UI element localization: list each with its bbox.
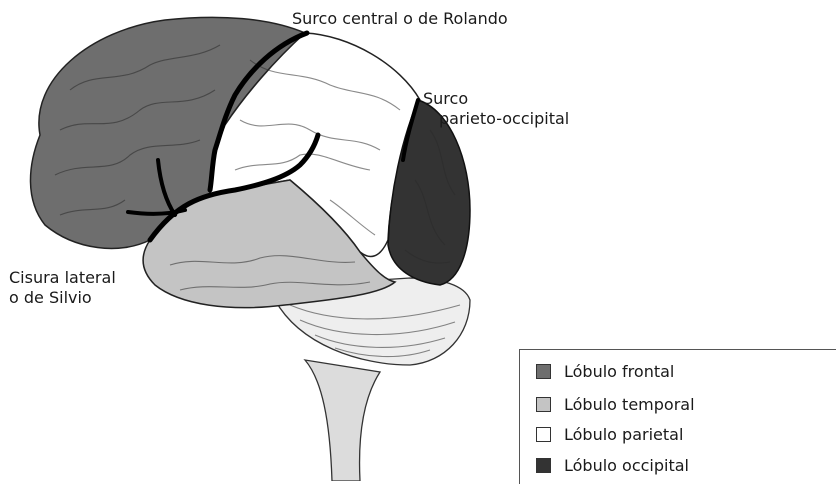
parieto-occipital-label-line1: Surco	[423, 89, 569, 109]
legend-swatch-temporal	[536, 397, 551, 412]
central-sulcus-label: Surco central o de Rolando	[292, 9, 508, 29]
lateral-fissure-label-line1: Cisura lateral	[9, 268, 116, 288]
legend-label: Lóbulo occipital	[564, 455, 689, 477]
legend-swatch-occipital	[536, 458, 551, 473]
legend-label: Lóbulo frontal	[564, 361, 674, 383]
parieto-occipital-label-line2: parieto-occipital	[423, 109, 569, 129]
legend-label: Lóbulo parietal	[564, 424, 683, 446]
lateral-fissure-label-line2: o de Silvio	[9, 288, 116, 308]
legend-swatch-parietal	[536, 427, 551, 442]
parieto-occipital-label: Surco parieto-occipital	[423, 89, 569, 129]
legend: Lóbulo frontal Lóbulo temporal Lóbulo pa…	[519, 349, 836, 484]
lateral-fissure-label: Cisura lateral o de Silvio	[9, 268, 116, 308]
legend-label: Lóbulo temporal	[564, 394, 695, 416]
legend-swatch-frontal	[536, 364, 551, 379]
brainstem	[305, 360, 380, 481]
